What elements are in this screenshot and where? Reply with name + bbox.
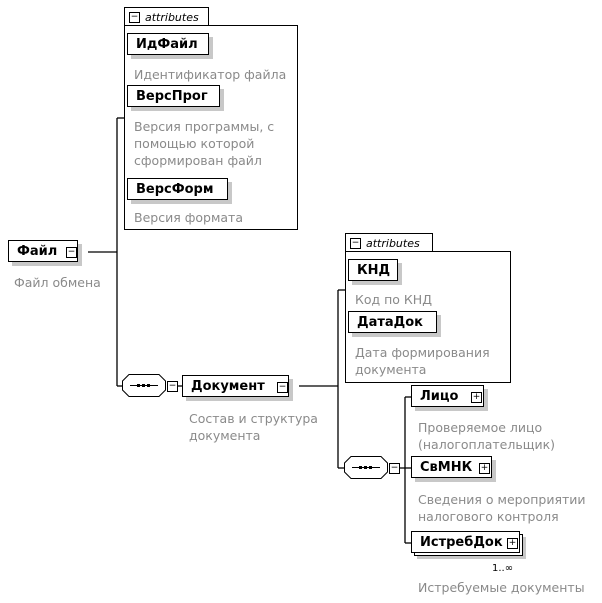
collapse-icon[interactable]: − xyxy=(389,463,400,474)
element-desc: Состав и структура документа xyxy=(189,411,318,443)
attribute-desc: Дата формирования документа xyxy=(355,345,490,377)
element-file[interactable]: Файл− xyxy=(8,240,78,262)
occurrence-label: 1..∞ xyxy=(492,563,514,574)
attribute-desc: Версия программы, с помощью которой сфор… xyxy=(134,119,275,168)
collapse-icon[interactable]: − xyxy=(167,381,178,392)
sequence-icon xyxy=(344,456,388,479)
attribute-datadok[interactable]: ДатаДок xyxy=(348,311,437,333)
attributes-label: attributes xyxy=(145,11,199,24)
element-label: ИстребДок xyxy=(420,535,503,550)
expand-icon[interactable]: + xyxy=(471,392,482,403)
element-svmnk[interactable]: СвМНК + xyxy=(411,456,492,478)
collapse-icon[interactable]: − xyxy=(129,12,140,23)
attribute-desc: Код по КНД xyxy=(355,292,432,307)
collapse-icon[interactable]: − xyxy=(66,247,77,258)
collapse-icon[interactable]: − xyxy=(277,382,288,393)
sequence-icon xyxy=(122,374,166,397)
collapse-icon[interactable]: − xyxy=(350,238,361,249)
element-label: Лицо xyxy=(420,389,459,404)
expand-icon[interactable]: + xyxy=(507,538,518,549)
element-desc: Истребуемые документы xyxy=(418,580,585,595)
element-desc: Файл обмена xyxy=(14,275,101,290)
element-litso[interactable]: Лицо + xyxy=(411,385,484,407)
element-istrebdok[interactable]: ИстребДок + xyxy=(411,531,520,553)
attribute-versprog[interactable]: ВерсПрог xyxy=(127,85,220,107)
attribute-desc: Версия формата xyxy=(134,210,243,225)
element-label: Документ xyxy=(191,379,265,394)
attribute-desc: Идентификатор файла xyxy=(134,67,287,82)
element-desc: Сведения о мероприятии налогового контро… xyxy=(418,492,586,524)
attribute-knd[interactable]: КНД xyxy=(348,259,398,281)
attribute-versform[interactable]: ВерсФорм xyxy=(127,178,228,200)
element-label: Файл xyxy=(17,244,58,259)
attributes-tab[interactable]: −attributes xyxy=(124,7,209,26)
attributes-tab[interactable]: −attributes xyxy=(345,233,433,252)
element-label: СвМНК xyxy=(420,460,473,475)
attributes-label: attributes xyxy=(366,237,420,250)
expand-icon[interactable]: + xyxy=(479,463,490,474)
element-desc: Проверяемое лицо (налогоплательщик) xyxy=(418,420,556,452)
element-document[interactable]: Документ − xyxy=(182,375,289,397)
attribute-idfile[interactable]: ИдФайл xyxy=(127,33,209,55)
